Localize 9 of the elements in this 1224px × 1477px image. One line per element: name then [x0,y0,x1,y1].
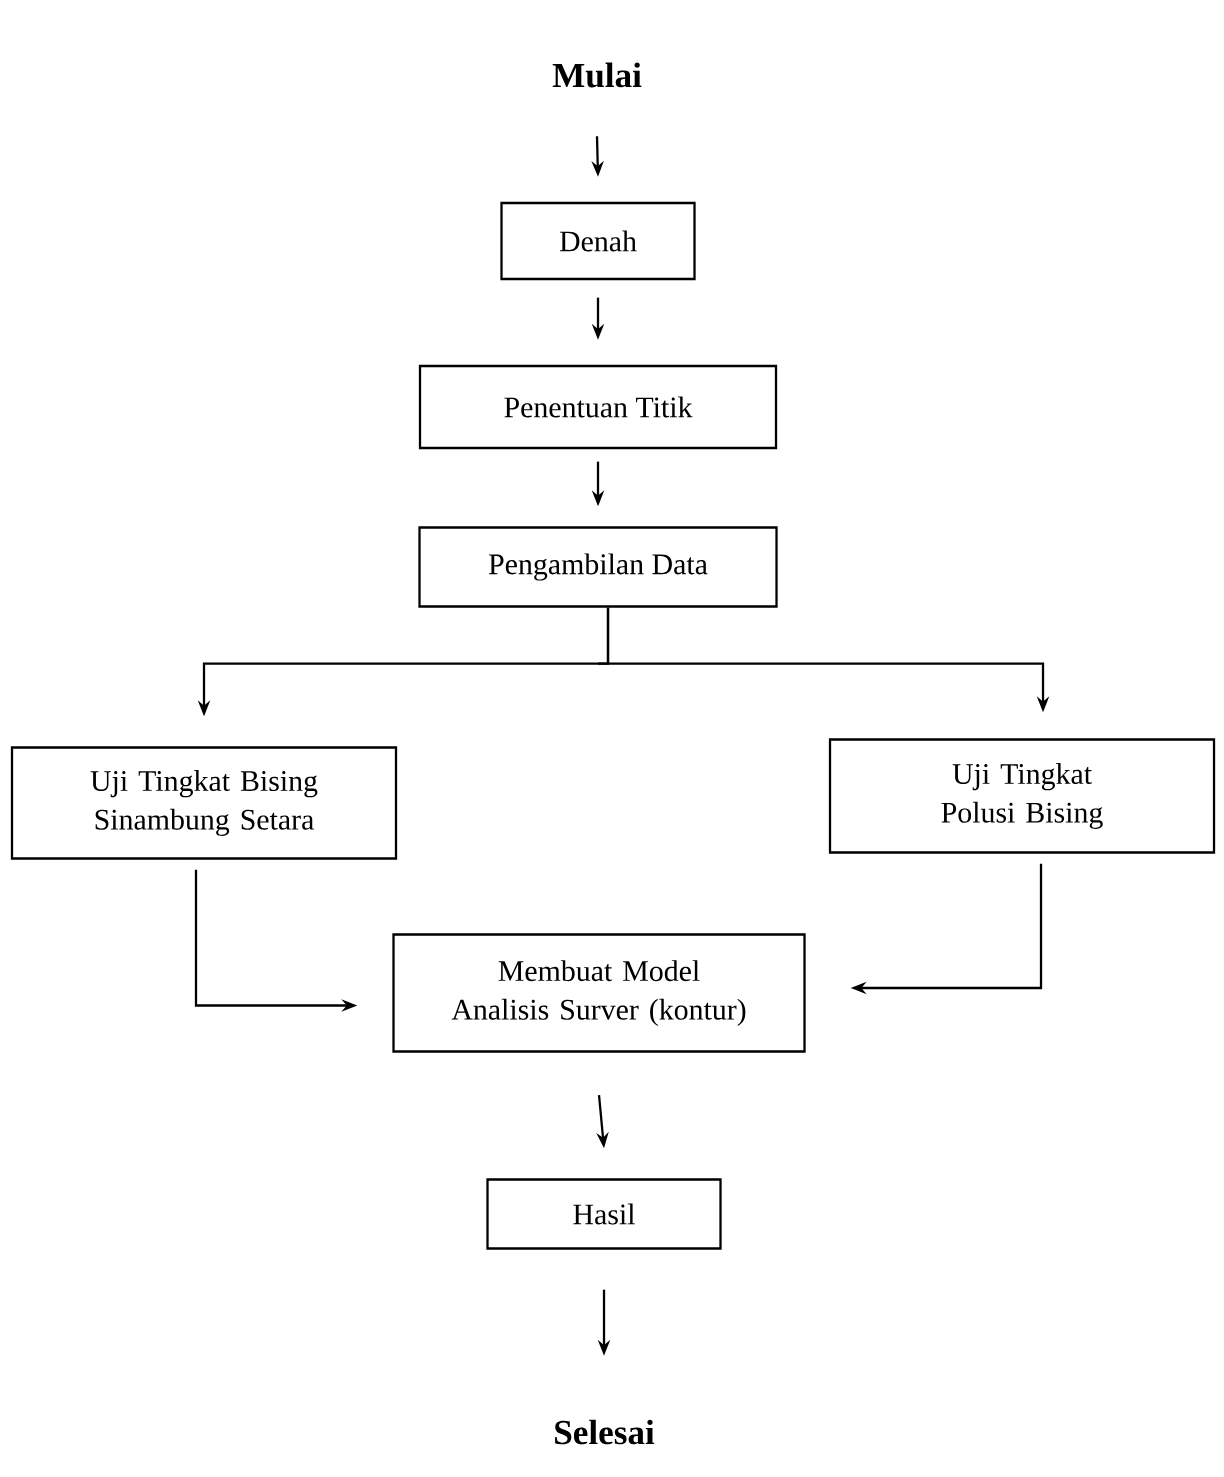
process-box: Uji Tingkat Polusi Bising [828,738,1216,854]
process-box: Pengambilan Data [418,526,778,608]
terminal-label: Mulai [552,62,642,88]
terminal-label: Selesai [555,1419,655,1445]
process-box: Membuat Model Analisis Surver (kontur) [392,933,806,1053]
process-box: Uji Tingkat Bising Sinambung Setara [10,746,398,860]
process-box: Hasil [486,1178,722,1250]
process-box: Denah [500,201,696,281]
process-box: Penentuan Titik [418,364,778,450]
